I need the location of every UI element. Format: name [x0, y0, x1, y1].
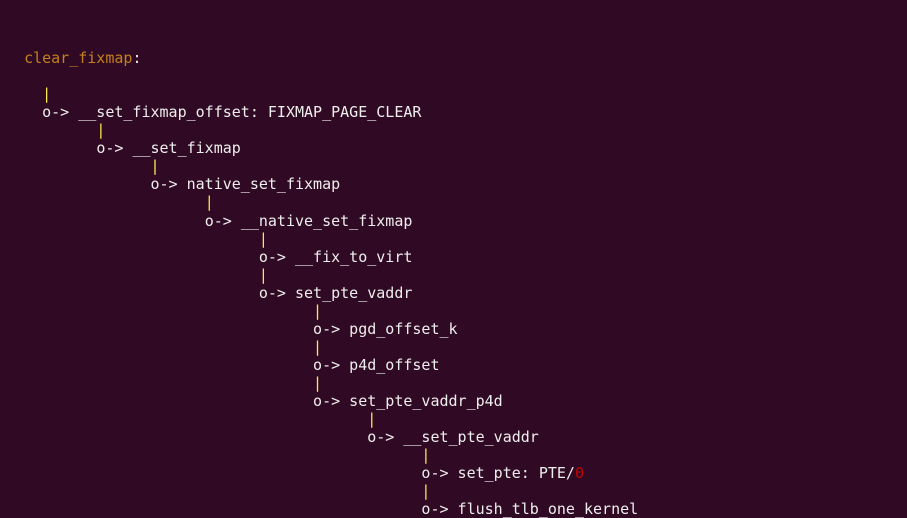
root-function: clear_fixmap: [24, 49, 133, 68]
call-node: o-> __native_set_fixmap: [6, 212, 638, 230]
tree-connector: |: [6, 302, 638, 320]
function-name: set_pte: [457, 464, 521, 483]
tree-connector: |: [6, 193, 638, 211]
pipe-connector: |: [204, 193, 214, 212]
pipe-connector: |: [96, 121, 106, 140]
tree-connector: |: [6, 374, 638, 392]
call-node: o-> set_pte_vaddr: [6, 284, 638, 302]
tree-connector: |: [6, 157, 638, 175]
arrow-marker: o->: [204, 211, 241, 230]
tree-connector: |: [6, 85, 638, 103]
function-name: set_pte_vaddr: [295, 283, 413, 302]
arrow-marker: o->: [96, 139, 133, 158]
function-note: : FIXMAP_PAGE_CLEAR: [249, 103, 422, 122]
call-node: o-> __fix_to_virt: [6, 248, 638, 266]
call-node: o-> p4d_offset: [6, 356, 638, 374]
tree-connector: |: [6, 266, 638, 284]
arrow-marker: o->: [42, 103, 79, 122]
arrow-marker: o->: [313, 391, 350, 410]
function-name: native_set_fixmap: [186, 175, 341, 194]
arrow-marker: o->: [150, 175, 187, 194]
function-name: p4d_offset: [349, 355, 440, 374]
function-name: __set_pte_vaddr: [403, 428, 539, 447]
arrow-marker: o->: [367, 428, 404, 447]
call-node: o-> flush_tlb_one_kernel: [6, 500, 638, 518]
tree-connector: |: [6, 338, 638, 356]
call-node: o-> native_set_fixmap: [6, 175, 638, 193]
arrow-marker: o->: [421, 500, 458, 518]
arrow-marker: o->: [421, 464, 458, 483]
tree-connector: |: [6, 230, 638, 248]
pipe-connector: |: [421, 446, 431, 465]
function-name: __native_set_fixmap: [240, 211, 413, 230]
pipe-connector: |: [42, 85, 52, 104]
tree-connector: |: [6, 121, 638, 139]
function-name: __set_fixmap_offset: [78, 103, 250, 122]
pipe-connector: |: [421, 482, 431, 501]
pipe-connector: |: [258, 229, 268, 248]
arrow-marker: o->: [258, 283, 295, 302]
function-name: __fix_to_virt: [295, 247, 413, 266]
pipe-connector: |: [313, 337, 323, 356]
pipe-connector: |: [313, 301, 323, 320]
call-tree-root: clear_fixmap:: [6, 49, 638, 67]
call-node: o-> set_pte: PTE/0: [6, 464, 638, 482]
arrow-marker: o->: [313, 319, 350, 338]
call-node: o-> set_pte_vaddr_p4d: [6, 392, 638, 410]
pipe-connector: |: [367, 410, 377, 429]
pipe-connector: |: [258, 265, 268, 284]
function-note-value: 0: [574, 464, 584, 483]
tree-connector: |: [6, 482, 638, 500]
tree-connector: |: [6, 410, 638, 428]
function-name: set_pte_vaddr_p4d: [349, 391, 503, 410]
call-node: o-> __set_fixmap_offset: FIXMAP_PAGE_CLE…: [6, 103, 638, 121]
arrow-marker: o->: [258, 247, 295, 266]
call-node: o-> pgd_offset_k: [6, 320, 638, 338]
function-note: : PTE/: [520, 464, 575, 483]
arrow-marker: o->: [313, 355, 350, 374]
call-node: o-> __set_fixmap: [6, 139, 638, 157]
pipe-connector: |: [150, 157, 160, 176]
call-node: o-> __set_pte_vaddr: [6, 428, 638, 446]
function-name: flush_tlb_one_kernel: [457, 500, 639, 518]
pipe-connector: |: [313, 373, 323, 392]
function-name: pgd_offset_k: [349, 319, 458, 338]
tree-connector: |: [6, 446, 638, 464]
function-name: __set_fixmap: [132, 139, 241, 158]
root-colon: :: [132, 49, 142, 68]
terminal-output: clear_fixmap: | o-> __set_fixmap_offset:…: [6, 13, 638, 518]
